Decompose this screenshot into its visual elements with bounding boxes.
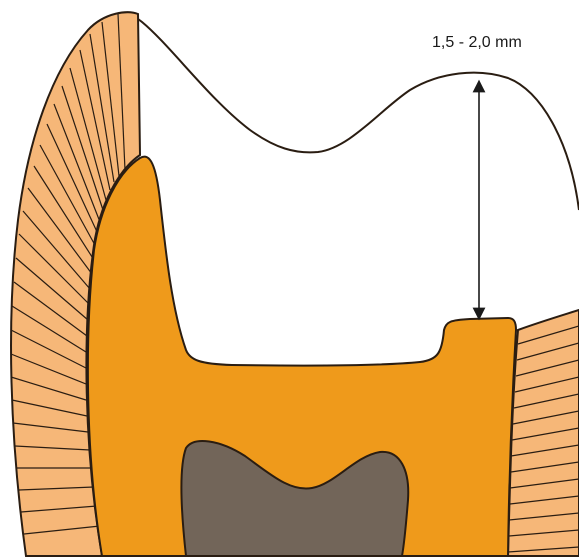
depth-measurement-label: 1,5 - 2,0 mm xyxy=(432,34,522,52)
